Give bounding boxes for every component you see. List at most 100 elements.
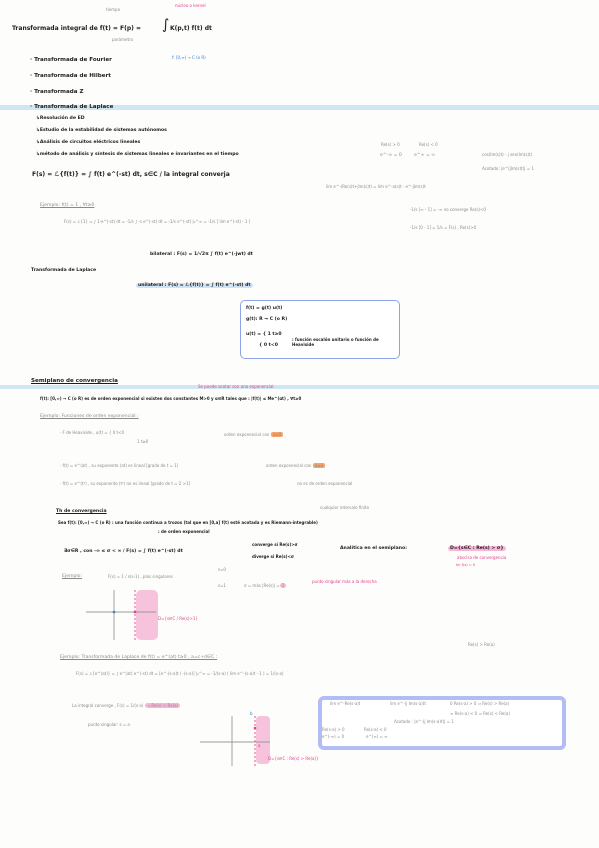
sigma-text: σ = más |Re(s)| = [244,583,280,588]
note-mapping: f: [0,∞) → C (o R) [172,55,206,60]
example3-cond: Re(s) > Re(a) [468,642,495,647]
unilateral-highlight: unilateral : F(s) = ℒ{f(t)} = ∫ f(t) e^(… [136,283,253,288]
example1-case-b: -1/s [0 - 1] = 1/s = F(s) , Re(s)>0 [410,225,477,230]
example3-domain: D={s∈C : Re(s) > Re(a)} [268,756,319,761]
note-parametro: parámetro [112,37,134,42]
box-c2: Re(s-a) < 0 [364,727,387,732]
note-intervalo: cualquier intervalo finito [320,505,370,510]
convergence-region [136,590,158,640]
example1-label: Ejemplo: f(t) = 1 , ∀t≥0 [40,203,95,208]
limit-box [318,696,566,750]
box-lim1: lim e^-Re(s-a)t [330,701,361,706]
heaviside-l3: u(t) = { 1 t≥0 [246,332,282,337]
note-im: Im f(s) = 0 [456,563,476,567]
alpha-badge-2: α≥a [312,463,326,468]
exp-at-example: · f(t) = e^(at) , su exponente (at) es l… [60,463,179,468]
heaviside-result: orden exponencial con α≥0 [224,432,284,438]
example1-work: F(s) = ℒ{1} = ∫ 1·e^(-st) dt = -1/s ∫ -s… [64,219,251,224]
heaviside-l4: { 0 t<0 [259,343,278,348]
section-divider [0,385,599,389]
list-item-hilbert: · Transformada de Hilbert [30,73,111,79]
teorema-converge: converge si Re(s)>σ [252,542,298,547]
teorema-analitica: Analítica en el semiplano: [340,546,407,551]
note-nucleo: núcleo o kernel [175,3,206,8]
example2-domain: D={s∈C / Re(s)>1} [158,616,198,621]
note-tiempo: tiempo [106,7,121,12]
exp-at-result: orden exponencial con α≥a [266,463,326,469]
heaviside-l2: g(t): R → C (o R) [246,317,288,322]
example3-work: F(s) = ℒ{e^(at)} = ∫ e^(at) e^(-st) dt =… [76,671,284,676]
definition-condition: , s∈C / la integral converja [139,171,230,178]
orden-exponencial-def: f(t): [0,∞) → C (o R) es de orden expone… [40,396,302,401]
exp-t2-result: no es de orden exponencial [297,481,353,486]
alpha-badge-1: α≥0 [270,432,284,437]
teorema-dominio: D={s∈C : Re(s) > σ} [448,546,506,552]
note-acotar: Se puede acotar con una exponencial [198,384,274,389]
teorema-statement2: : de orden exponencial [158,529,210,534]
note-acotado: Acotado: |e^(jIm(s)t)| = 1 [482,166,534,171]
example2-fs: F(s) = 1 / s(s-1) , plos singulares [108,574,173,579]
box-lim2: lim e^-(j Im(s-a))t [390,701,426,706]
integral-symbol: ∫ [162,17,170,33]
note-punto-singular: punto singular más a la derecha [312,579,377,584]
pole-a [253,726,257,730]
use-sistemas: ↳método de análisis y síntesis de sistem… [36,152,239,157]
list-item-z: · Transformada Z [30,89,84,95]
box-r2: ∞ Re(s-a) < 0 ⇒ Re(s) < Re(a) [450,711,510,716]
teorema-exists: ∃σ∈R , con -∞ ≤ σ < ∞ / F(s) = ∫ f(t) e^… [64,549,183,554]
use-estabilidad: ↳Estudio de la estabilidad de sistemas a… [36,128,167,133]
example3-converge: La integral converge , F(s) = 1/(s-a) → … [72,703,181,709]
note-euler: cos(Im(s)t) - j sen(Im(s)t) [482,152,533,157]
box-acotado: Acotado : |e^-(j Im(s-a)t)| = 1 [394,719,454,724]
exp-at-result-text: orden exponencial con [266,463,312,468]
note-re-neg: Re(s) < 0 [419,142,438,147]
example2-label: Ejemplo: [62,574,83,579]
heaviside-box [240,300,400,359]
section-divider [0,105,599,110]
list-item-fourier: · Transformada de Fourier [30,57,112,63]
heaviside-l1: f(t) = g(t) u(t) [246,306,283,311]
heaviside-result-text: orden exponencial con [224,432,270,437]
example-orden-label: Ejemplo: Funciones de orden exponencial … [40,414,139,419]
heaviside-example-case2: 1 t≥0 [137,439,149,444]
laplace-definition: F(s) = ℒ{f(t)} = ∫ f(t) e^(-st) dt, s∈C … [32,171,230,178]
example2-sigma: σ = más |Re(s)| =1 [244,583,287,589]
note-e-plus-inf: e^∞ = ∞ [414,153,436,158]
pole-1 [133,610,137,614]
convergence-region [256,716,270,764]
bilateral-formula: bilateral : F(s) = 1/√2π ∫ f(t) e^(-jwt)… [150,252,253,257]
integral-expression: K(p,t) f(t) dt [170,25,212,32]
use-ed: ↳Resolución de ED [36,116,85,121]
heaviside-note: : función escalón unitario o función de … [292,337,379,347]
example2-s0: s=0 [218,567,226,572]
example3-punto: punto singular: s = a [88,722,130,727]
box-r1: 0 Re(s-a) > 0 ⇒ Re(s) > Re(a) [450,701,510,706]
converge-cond: → Re(s) > Re(a) [144,703,181,708]
limit-expression: lim e^-(Re(s)t+jIm(s)t) = lim e^-a(s)t ·… [326,184,426,189]
laplace-forms-label: Transformada de Laplace [31,268,97,273]
dominio-highlight: D={s∈C : Re(s) > σ} [448,546,506,551]
axis-label-b: b [250,711,253,716]
example3-label: Ejemplo: Transformada de Laplace de f(t)… [60,655,218,660]
converge-text: La integral converge , F(s) = 1/(s-a) [72,703,144,708]
example2-s1: s=1 [218,583,226,588]
exp-t2-example: · f(t) = e^(t²) , su exponente (t²) no e… [60,481,191,486]
note-abscisa: abscisa de convergencia [457,555,507,560]
use-circuitos: ↳Análisis de circuitos eléctricos lineal… [36,140,141,145]
box-c1: Re(s-a) > 0 [322,727,345,732]
note-e-inf: e^-∞ = 0 [380,153,402,158]
unilateral-formula: unilateral : F(s) = ℒ{f(t)} = ∫ f(t) e^(… [136,283,253,289]
sigma-value: 1 [279,583,287,588]
list-item-laplace: · Transformada de Laplace [30,104,114,110]
box-v2: e^(∞) = ∞ [366,734,388,739]
teorema-diverge: diverge si Re(s)<σ [252,554,294,559]
page-title: Transformada integral de f(t) = F(p) = [12,25,142,32]
semiplano-heading: Semiplano de convergencia [31,378,118,384]
axis-label-a: a [258,743,261,748]
example1-case-a: -1/s [∞ - 1] = -∞ no converge Re(s)<0 [410,207,486,212]
box-v1: e^(-∞) = 0 [322,734,345,739]
note-re-pos: Re(s) > 0 [381,142,400,147]
